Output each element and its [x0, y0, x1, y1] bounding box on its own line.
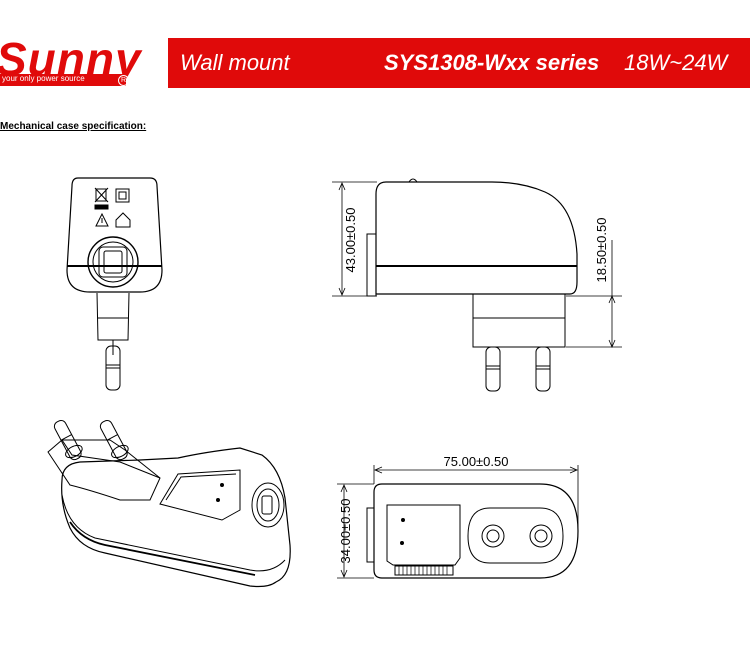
section-title: Mechanical case specification: [0, 121, 147, 132]
header-bar: Sunny your only power source R Wall moun… [0, 33, 750, 88]
header-power-range: 18W~24W [624, 50, 728, 75]
logo-tagline-bar [0, 74, 126, 86]
header-series-name: SYS1308-Wxx series [384, 50, 600, 75]
registered-mark-icon: R [118, 75, 129, 86]
brand-logo: Sunny your only power source R [0, 33, 168, 88]
dimension-length: 75.00±0.50 [444, 454, 509, 469]
double-insulation-icon [115, 188, 130, 203]
dimension-plug-height: 18.50±0.50 [594, 218, 609, 283]
top-view: 75.00±0.50 34.00±0.50 [337, 454, 579, 579]
dimension-side-height: 43.00±0.50 [343, 208, 358, 273]
house-indoor-icon [115, 212, 131, 228]
dimension-width: 34.00±0.50 [338, 499, 353, 564]
warning-triangle-icon [95, 212, 109, 227]
header-mount-type: Wall mount [180, 50, 290, 75]
front-view [66, 177, 163, 391]
isometric-view [47, 419, 291, 588]
wheelie-bin-crossed-icon [94, 187, 109, 210]
logo-tagline: your only power source [2, 74, 85, 83]
side-view: 43.00±0.50 18.50±0.50 [332, 178, 622, 392]
